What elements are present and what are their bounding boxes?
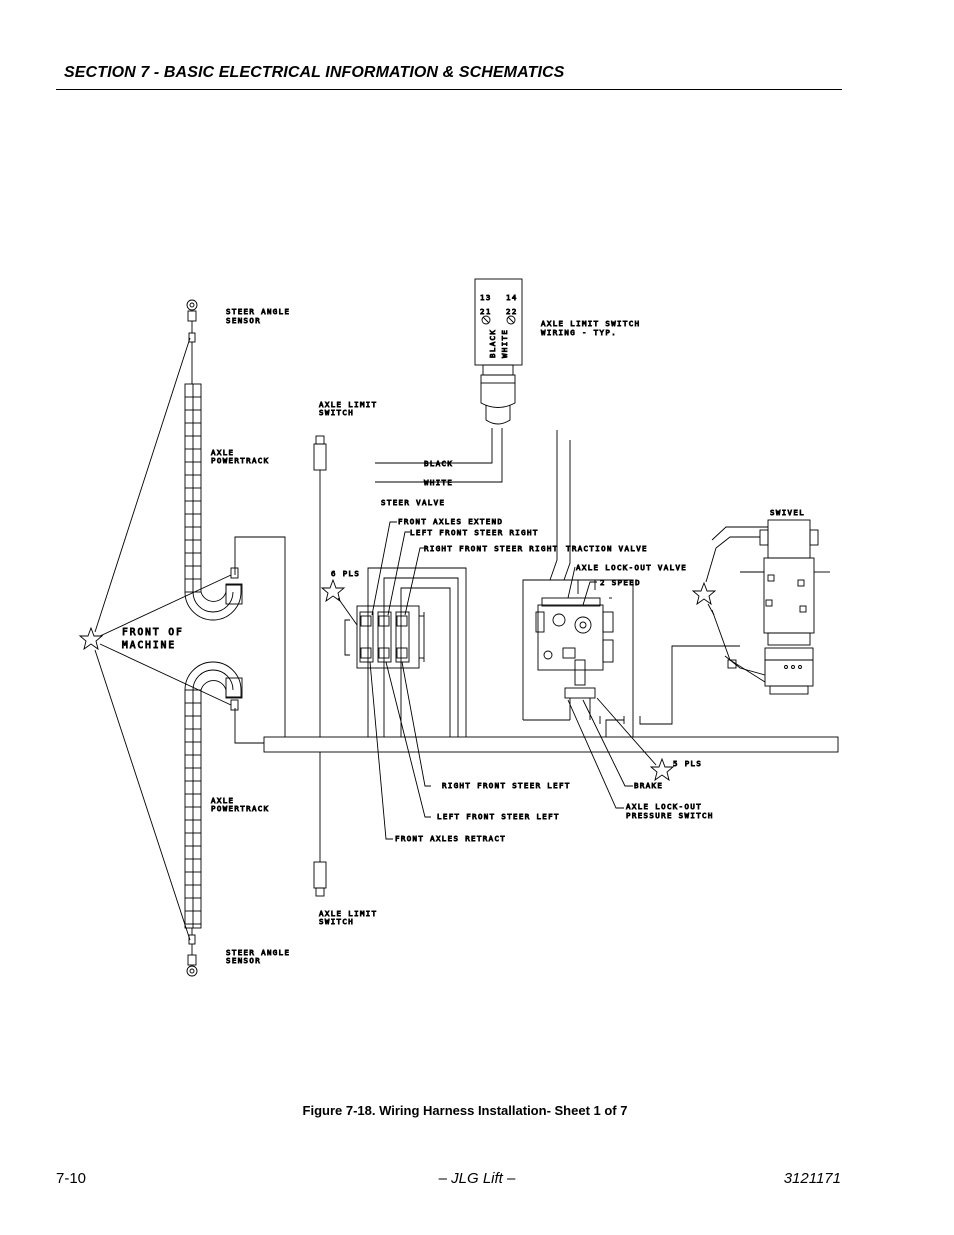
steer-angle-sensor-top <box>186 299 198 384</box>
main-harness <box>263 736 839 753</box>
axle-powertrack-top <box>184 383 243 621</box>
label-swivel: SWIVEL <box>770 508 805 517</box>
axle-powertrack-bottom <box>184 661 243 929</box>
label-axle-powertrack-top-1: AXLE <box>211 448 234 457</box>
powertrack-harness-wires <box>230 536 286 744</box>
label-axle-limit-switch-top-1: AXLE LIMIT <box>319 400 378 409</box>
doc-number: 3121171 <box>783 1170 841 1187</box>
axle-limit-switch-bottom <box>313 861 327 897</box>
label-axle-powertrack-top-2: POWERTRACK <box>211 456 270 465</box>
label-switch-wire-white: WHITE <box>500 329 509 358</box>
label-front-axles-extend: FRONT AXLES EXTEND <box>398 517 503 526</box>
label-switch-term-13: 13 <box>480 293 492 302</box>
label-axle-powertrack-bottom-2: POWERTRACK <box>211 804 270 813</box>
section-title: SECTION 7 - BASIC ELECTRICAL INFORMATION… <box>64 64 565 81</box>
label-axle-powertrack-bottom-1: AXLE <box>211 796 234 805</box>
label-traction-valve: TRACTION VALVE <box>566 544 648 553</box>
label-five-pls: 5 PLS <box>673 759 702 768</box>
steer-valve-leaders <box>369 521 431 840</box>
label-right-front-steer-right: RIGHT FRONT STEER RIGHT <box>424 544 559 553</box>
label-switch-term-14: 14 <box>506 293 518 302</box>
label-axle-lockout-pressure-1: AXLE LOCK-OUT <box>626 802 702 811</box>
label-axle-lockout-pressure-2: PRESSURE SWITCH <box>626 811 714 820</box>
label-right-front-steer-left: RIGHT FRONT STEER LEFT <box>442 781 571 790</box>
page-number: 7-10 <box>56 1170 87 1187</box>
label-steer-angle-sensor-bottom-1: STEER ANGLE <box>226 948 290 957</box>
front-of-machine-star <box>78 337 232 941</box>
traction-valve-leaders <box>567 699 633 809</box>
steer-angle-sensor-bottom <box>186 928 198 977</box>
label-steer-valve: STEER VALVE <box>381 498 445 507</box>
axle-limit-switch-detail <box>375 278 523 483</box>
label-axle-limit-wiring-2: WIRING - TYP. <box>541 328 617 337</box>
label-wire-white: WHITE <box>424 478 453 487</box>
label-front-of-machine-2: MACHINE <box>122 640 176 651</box>
header-rule <box>56 89 842 90</box>
traction-valve <box>522 430 740 737</box>
label-switch-term-21: 21 <box>480 307 492 316</box>
label-steer-angle-sensor-top-1: STEER ANGLE <box>226 307 290 316</box>
label-two-speed: 2 SPEED <box>600 578 641 587</box>
label-axle-limit-switch-bottom-1: AXLE LIMIT <box>319 909 378 918</box>
publisher: – JLG Lift – <box>438 1170 516 1187</box>
label-front-axles-retract: FRONT AXLES RETRACT <box>395 834 506 843</box>
steer-valve <box>344 567 467 737</box>
axle-limit-switch-top <box>313 435 327 862</box>
label-left-front-steer-right: LEFT FRONT STEER RIGHT <box>410 528 539 537</box>
five-pls-star-right <box>691 547 717 616</box>
label-brake: BRAKE <box>634 781 663 790</box>
label-axle-limit-switch-bottom-2: SWITCH <box>319 917 354 926</box>
label-axle-limit-wiring-1: AXLE LIMIT SWITCH <box>541 319 640 328</box>
swivel <box>711 519 830 695</box>
label-steer-angle-sensor-bottom-2: SENSOR <box>226 956 261 965</box>
label-steer-angle-sensor-top-2: SENSOR <box>226 316 261 325</box>
label-switch-term-22: 22 <box>506 307 518 316</box>
label-axle-limit-switch-top-2: SWITCH <box>319 408 354 417</box>
label-front-of-machine-1: FRONT OF <box>122 627 184 638</box>
figure-caption: Figure 7-18. Wiring Harness Installation… <box>302 1103 628 1118</box>
label-axle-lockout-valve: AXLE LOCK-OUT VALVE <box>576 563 687 572</box>
six-pls-star <box>320 578 358 626</box>
label-wire-black: BLACK <box>424 459 453 468</box>
label-six-pls: 6 PLS <box>331 569 360 578</box>
label-switch-wire-black: BLACK <box>488 329 497 358</box>
five-pls-star-bottom <box>596 697 675 782</box>
label-left-front-steer-left: LEFT FRONT STEER LEFT <box>437 812 560 821</box>
